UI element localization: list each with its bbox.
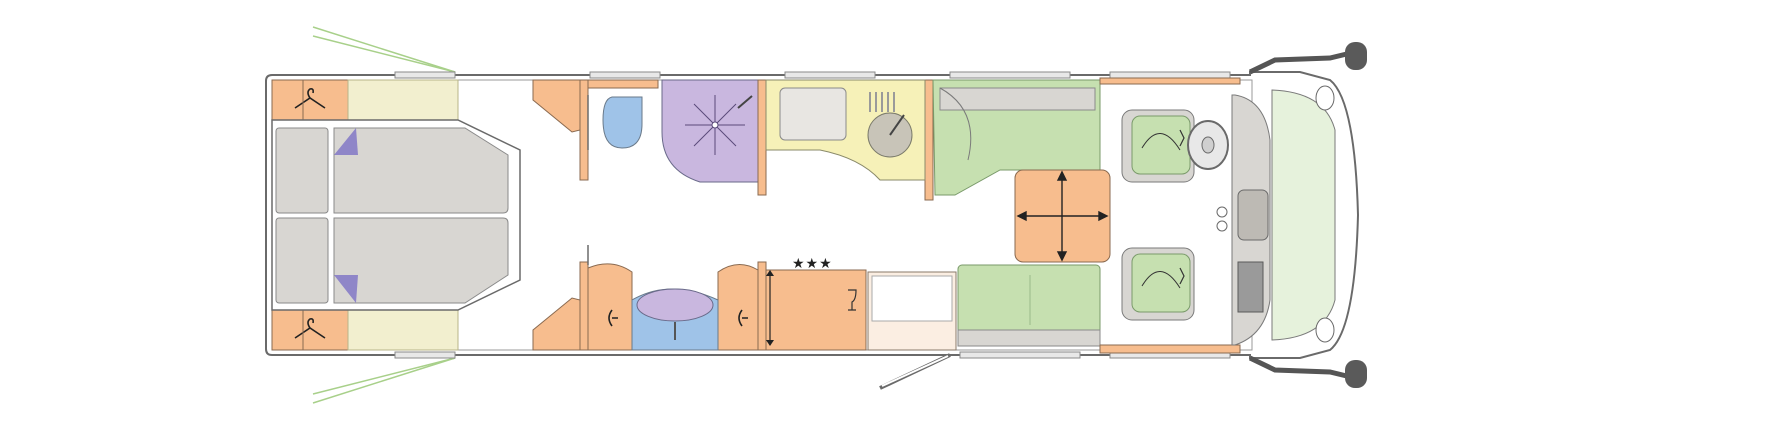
windscreen — [1271, 89, 1336, 341]
rear-door-swing-lines — [312, 26, 456, 404]
dinette-bench-bottom — [957, 264, 1101, 347]
pillow-bottom — [334, 275, 358, 303]
washbasin — [636, 288, 714, 322]
hook-icon — [608, 309, 618, 327]
bathroom-cabinets — [532, 79, 759, 351]
headlights — [1315, 85, 1335, 343]
steering-wheel — [1187, 120, 1229, 170]
fridge-cabinet: ★★★ — [765, 256, 867, 351]
dashboard — [1216, 94, 1271, 346]
fridge-energy-rating: ★★★ — [792, 256, 833, 272]
pillow-top — [334, 128, 358, 155]
cooktop-grill-icon — [869, 92, 895, 112]
extend-arrows-icon — [1016, 170, 1109, 262]
passenger-seat — [1121, 247, 1195, 321]
swivel-icon — [1179, 267, 1185, 285]
bed-top — [333, 127, 509, 214]
shower-drain-icon — [685, 95, 745, 155]
dinette-bench-top — [932, 79, 1101, 196]
wine-glass-icon — [848, 289, 857, 311]
driver-seat — [1121, 109, 1195, 183]
twin-beds — [271, 119, 521, 311]
hanger-icon — [294, 88, 326, 109]
rear-wardrobe-top — [271, 79, 459, 121]
mirror-top — [1345, 42, 1367, 70]
bed-bottom — [333, 217, 509, 304]
side-mirrors — [1248, 49, 1356, 381]
rear-wardrobe-bottom — [271, 309, 459, 351]
swivel-icon — [1179, 129, 1185, 147]
bed-left-bottom — [275, 217, 329, 304]
toilet — [602, 96, 643, 149]
kitchen-sink — [779, 87, 847, 141]
windows — [394, 71, 1231, 359]
shower-tray — [661, 79, 761, 183]
hanger-icon — [294, 318, 326, 339]
hook-icon — [738, 309, 748, 327]
bed-left-top — [275, 127, 329, 214]
shower-head-icon — [737, 95, 753, 109]
mirror-bottom — [1345, 360, 1367, 388]
